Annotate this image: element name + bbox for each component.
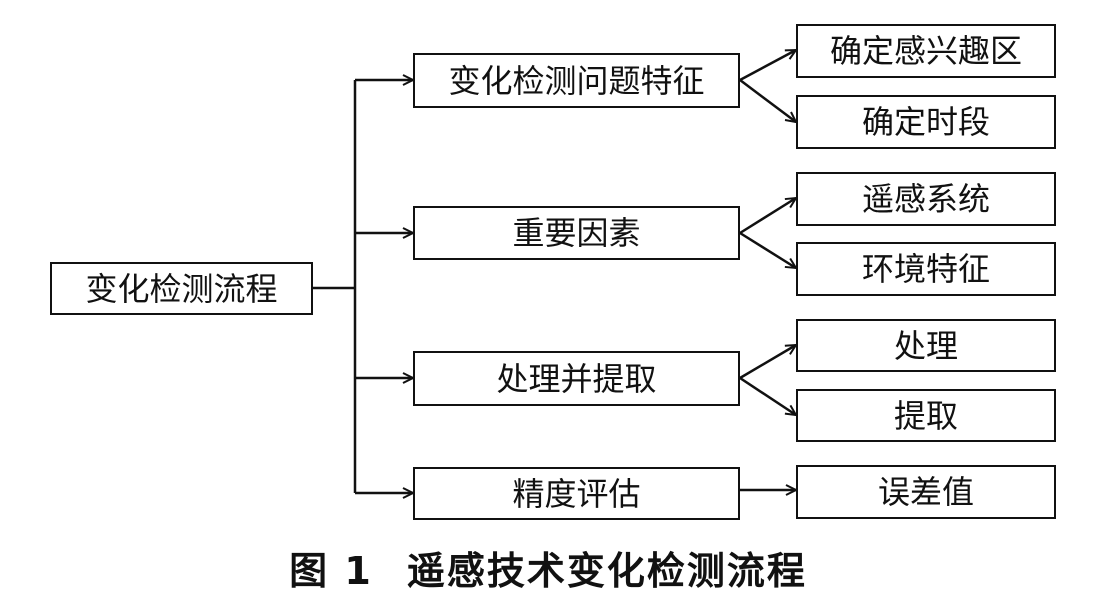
branch-node-2-label: 重要因素 — [512, 214, 641, 252]
leaf-node-2-1-label: 遥感系统 — [861, 180, 990, 218]
branch-node-3: 处理并提取 — [413, 351, 740, 406]
arrow-branch-1-child-1 — [739, 48, 796, 82]
leaf-node-3-2: 提取 — [796, 389, 1056, 442]
branch-node-2: 重要因素 — [413, 206, 740, 260]
branch-node-4-label: 精度评估 — [512, 474, 641, 513]
arrow-branch-3-child-1 — [739, 345, 796, 380]
leaf-node-2-2-label: 环境特征 — [861, 250, 990, 288]
arrow-branch-2-child-1 — [739, 198, 796, 235]
leaf-node-3-1-label: 处理 — [893, 326, 958, 365]
figure-title: 遥感技术变化检测流程 — [406, 549, 807, 593]
leaf-node-4-1-label: 误差值 — [877, 473, 974, 511]
arrow-branch-1-child-2 — [739, 79, 796, 122]
leaf-node-3-2-label: 提取 — [893, 396, 958, 435]
leaf-node-2-2: 环境特征 — [796, 242, 1056, 296]
figure-number: 图 1 — [289, 549, 373, 593]
leaf-node-1-2-label: 确定时段 — [861, 103, 990, 141]
branch-node-1: 变化检测问题特征 — [413, 53, 740, 108]
leaf-node-1-1: 确定感兴趣区 — [796, 24, 1056, 78]
branch-node-1-label: 变化检测问题特征 — [448, 61, 705, 100]
branch-node-3-label: 处理并提取 — [496, 359, 657, 398]
figure-caption: 图 1 遥感技术变化检测流程 — [0, 540, 1096, 595]
leaf-node-3-1: 处理 — [796, 319, 1056, 372]
arrow-branch-3-child-2 — [739, 376, 796, 415]
root-node: 变化检测流程 — [50, 262, 313, 315]
root-node-label: 变化检测流程 — [85, 269, 278, 308]
leaf-node-4-1: 误差值 — [796, 465, 1056, 519]
leaf-node-2-1: 遥感系统 — [796, 172, 1056, 226]
leaf-node-1-2: 确定时段 — [796, 95, 1056, 149]
leaf-node-1-1-label: 确定感兴趣区 — [829, 32, 1022, 70]
arrow-branch-2-child-2 — [739, 231, 796, 268]
branch-node-4: 精度评估 — [413, 467, 740, 520]
